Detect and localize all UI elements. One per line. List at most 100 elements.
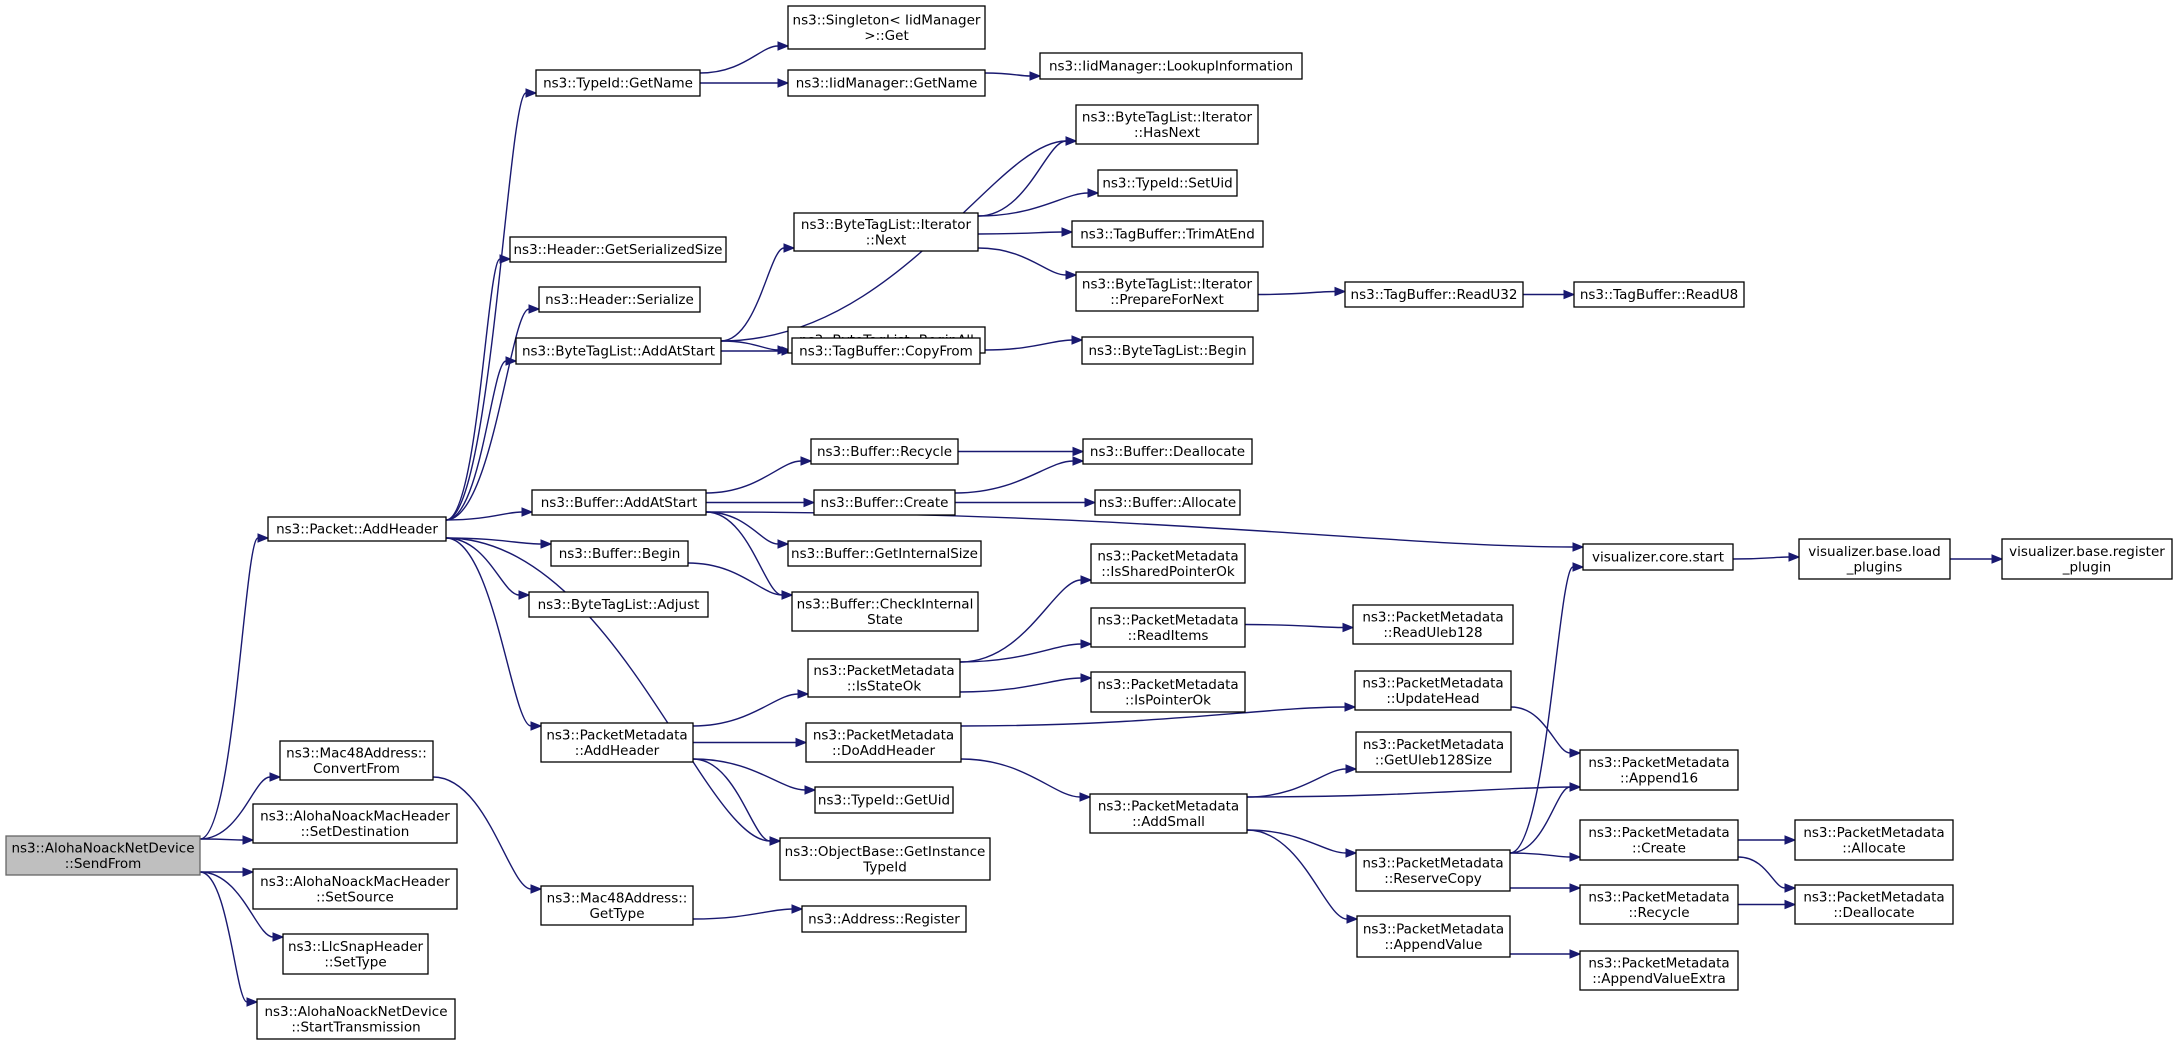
node-pm-updatehead[interactable]: ns3::PacketMetadata::UpdateHead [1354,670,1512,711]
node-label: ns3::TagBuffer::CopyFrom [799,344,973,360]
node-btl-it-prepare[interactable]: ns3::ByteTagList::Iterator::PrepareForNe… [1075,271,1259,312]
call-edge-addheader-to-hdr-getsize [445,254,512,521]
node-pm-readitems[interactable]: ns3::PacketMetadata::ReadItems [1090,607,1246,648]
node-box [787,540,982,567]
node-setdest[interactable]: ns3::AlohaNoackMacHeader::SetDestination [252,803,458,844]
node-btl-it-hasnext[interactable]: ns3::ByteTagList::Iterator::HasNext [1075,104,1259,145]
node-label: ns3::ByteTagList::Iterator [1082,109,1253,125]
node-box [1097,169,1238,197]
node-label: ns3::TagBuffer::TrimAtEnd [1080,227,1255,243]
node-box [538,286,701,313]
call-edge-addheader-to-objbase-getinst [445,537,782,846]
node-pm-addheader[interactable]: ns3::PacketMetadata::AddHeader [540,722,694,763]
node-buf-getinternalsize[interactable]: ns3::Buffer::GetInternalSize [787,540,982,567]
node-label: ::SetDestination [301,824,410,840]
node-box [1798,538,1951,580]
node-label: ns3::TypeId::GetName [543,76,693,92]
node-tb-readu8[interactable]: ns3::TagBuffer::ReadU8 [1573,281,1745,308]
node-box [509,236,727,263]
node-box [2001,538,2173,580]
node-label: ns3::Mac48Address:: [547,890,688,906]
node-pm-allocate[interactable]: ns3::PacketMetadata::Allocate [1794,819,1954,861]
node-btl-begin[interactable]: ns3::ByteTagList::Begin [1081,336,1254,365]
node-vis-core-start[interactable]: visualizer.core.start [1582,543,1734,571]
node-hdr-getsize[interactable]: ns3::Header::GetSerializedSize [509,236,727,263]
node-addr-register[interactable]: ns3::Address::Register [801,905,967,933]
call-edge-sendfrom-to-settype [199,871,285,942]
node-pm-deallocate[interactable]: ns3::PacketMetadata::Deallocate [1794,884,1954,925]
node-pm-ispointerok[interactable]: ns3::PacketMetadata::IsPointerOk [1090,671,1246,713]
node-label: ns3::Header::Serialize [545,292,694,308]
node-setsource[interactable]: ns3::AlohaNoackMacHeader::SetSource [252,868,458,910]
node-tb-readu32[interactable]: ns3::TagBuffer::ReadU32 [1344,281,1524,308]
node-pm-issharedptr[interactable]: ns3::PacketMetadata::IsSharedPointerOk [1090,543,1246,584]
node-buf-addatstart[interactable]: ns3::Buffer::AddAtStart [531,489,707,516]
node-pm-readuleb[interactable]: ns3::PacketMetadata::ReadUleb128 [1352,604,1514,645]
node-pm-appendvalue[interactable]: ns3::PacketMetadata::AppendValue [1356,915,1511,958]
call-edge-pm-isstateok-to-pm-ispointerok [959,673,1093,693]
node-pm-doaddheader[interactable]: ns3::PacketMetadata::DoAddHeader [805,722,962,763]
node-label: visualizer.base.register [2009,544,2165,560]
call-edge-sendfrom-to-setdest [199,835,255,845]
node-addheader[interactable]: ns3::Packet::AddHeader [267,516,447,542]
node-btl-addatstart[interactable]: ns3::ByteTagList::AddAtStart [515,337,722,365]
node-iid-lookup[interactable]: ns3::IidManager::LookupInformation [1039,52,1303,80]
node-pm-getulebsize[interactable]: ns3::PacketMetadata::GetUleb128Size [1355,731,1512,773]
node-label: ns3::Buffer::Recycle [817,444,952,460]
node-box [540,885,694,926]
node-pm-append16[interactable]: ns3::PacketMetadata::Append16 [1579,749,1739,791]
node-vis-base-load[interactable]: visualizer.base.load_plugins [1798,538,1951,580]
call-edge-pm-isstateok-to-pm-readitems [959,639,1093,663]
node-box [1089,793,1248,834]
node-label: ns3::PacketMetadata [1097,612,1238,628]
call-edge-pm-appendvalue-to-pm-appendvalueextra [1510,949,1582,959]
node-label: ns3::PacketMetadata [1362,675,1503,691]
node-btl-it-next[interactable]: ns3::ByteTagList::Iterator::Next [793,212,979,252]
node-hdr-serialize[interactable]: ns3::Header::Serialize [538,286,701,313]
node-starttx[interactable]: ns3::AlohaNoackNetDevice::StartTransmiss… [256,998,456,1040]
node-pm-recycle[interactable]: ns3::PacketMetadata::Recycle [1579,884,1739,925]
call-nodes: ns3::AlohaNoackNetDevice::SendFromns3::P… [5,5,2173,1040]
node-label: ns3::PacketMetadata [1803,889,1944,905]
node-label: ::Append16 [1620,770,1698,786]
node-pm-create[interactable]: ns3::PacketMetadata::Create [1579,819,1739,861]
node-pm-appendvalueextra[interactable]: ns3::PacketMetadata::AppendValueExtra [1579,950,1739,991]
node-box [267,516,447,542]
call-edge-vis-core-start-to-vis-base-load [1732,552,1801,562]
node-buf-begin[interactable]: ns3::Buffer::Begin [550,540,689,567]
node-label: ::SetType [324,954,386,970]
call-edge-addheader-to-pm-addheader [445,537,543,731]
node-iid-getname[interactable]: ns3::IidManager::GetName [787,69,986,97]
call-edge-buf-create-to-buf-allocate [954,497,1097,508]
node-buf-create[interactable]: ns3::Buffer::Create [813,489,956,516]
node-settype[interactable]: ns3::LlcSnapHeader::SetType [282,933,429,975]
node-mac-gettype[interactable]: ns3::Mac48Address::GetType [540,885,694,926]
node-pm-reservecopy[interactable]: ns3::PacketMetadata::ReserveCopy [1355,849,1511,892]
node-sendfrom[interactable]: ns3::AlohaNoackNetDevice::SendFrom [5,835,201,876]
node-pm-isstateok[interactable]: ns3::PacketMetadata::IsStateOk [807,658,961,698]
node-label: ::Recycle [1628,905,1689,921]
node-typeid-setuid[interactable]: ns3::TypeId::SetUid [1097,169,1238,197]
node-box [1573,281,1745,308]
node-buf-recycle[interactable]: ns3::Buffer::Recycle [810,438,959,465]
node-pm-addsmall[interactable]: ns3::PacketMetadata::AddSmall [1089,793,1248,834]
node-btl-adjust[interactable]: ns3::ByteTagList::Adjust [528,591,709,618]
node-typeid-getname[interactable]: ns3::TypeId::GetName [535,69,701,97]
node-tb-trimatend[interactable]: ns3::TagBuffer::TrimAtEnd [1071,220,1264,248]
node-buf-deallocate[interactable]: ns3::Buffer::Deallocate [1082,438,1253,465]
node-label: ::StartTransmission [291,1019,420,1035]
node-vis-base-register[interactable]: visualizer.base.register_plugin [2001,538,2173,580]
call-edge-typeid-getname-to-iid-getname [700,78,790,88]
node-box [1352,604,1514,645]
node-buf-allocate[interactable]: ns3::Buffer::Allocate [1094,489,1241,516]
node-tb-copyfrom[interactable]: ns3::TagBuffer::CopyFrom [791,337,981,365]
call-edge-pm-recycle-to-pm-deallocate [1737,899,1797,910]
node-convertfrom[interactable]: ns3::Mac48Address::ConvertFrom [279,740,434,781]
node-box [1794,819,1954,861]
node-typeid-getuid[interactable]: ns3::TypeId::GetUid [814,786,954,814]
node-singleton-get[interactable]: ns3::Singleton< IidManager>::Get [787,5,986,50]
node-box [1075,271,1259,312]
call-edge-btl-addatstart-to-btl-it-next [720,243,796,342]
